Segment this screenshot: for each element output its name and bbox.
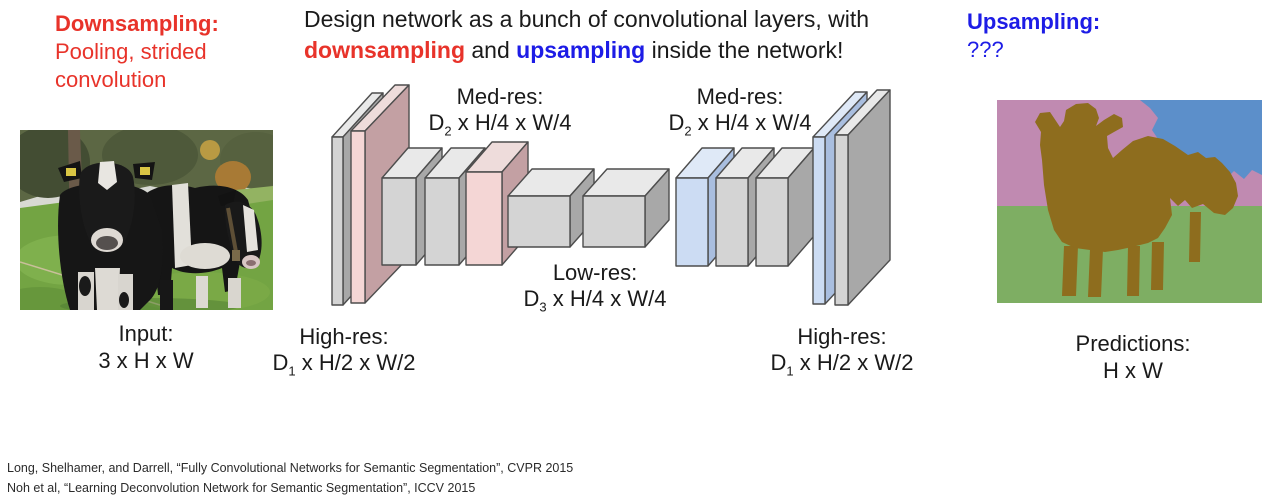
label-med-res-right-line1: Med-res: [696, 84, 784, 109]
upsampling-note-body: ??? [967, 37, 1004, 62]
downsampling-note-line1: Pooling, strided [55, 39, 207, 64]
downsampling-note-title: Downsampling: [55, 11, 219, 36]
headline-line2: downsampling and upsampling inside the n… [304, 35, 869, 66]
label-med-res-left-line2: D2 x H/4 x W/4 [428, 110, 572, 139]
input-label: Input: 3 x H x W [98, 320, 193, 374]
headline-and: and [465, 37, 517, 63]
label-med-res-right: Med-res: D2 x H/4 x W/4 [668, 84, 812, 139]
predictions-label-line1: Predictions: [1075, 331, 1191, 356]
headline-upsampling: upsampling [516, 37, 646, 63]
label-med-res-right-line2: D2 x H/4 x W/4 [668, 110, 812, 139]
predictions-image [997, 100, 1262, 303]
label-med-res-left: Med-res: D2 x H/4 x W/4 [428, 84, 572, 139]
headline: Design network as a bunch of convolution… [304, 4, 869, 66]
predictions-label-line2: H x W [1103, 358, 1163, 383]
predictions-label: Predictions: H x W [1076, 330, 1191, 384]
label-med-res-left-line1: Med-res: [456, 84, 544, 109]
label-low-res-line2: D3 x H/4 x W/4 [523, 286, 667, 315]
label-low-res: Low-res: D3 x H/4 x W/4 [523, 260, 667, 315]
citation-1: Long, Shelhamer, and Darrell, “Fully Con… [7, 461, 574, 475]
network-block-conv-low-1 [507, 168, 595, 248]
network-block-conv-highres-out [834, 89, 891, 306]
seg-sky-region [1140, 100, 1262, 180]
network-block-conv-med-4 [755, 147, 815, 267]
label-high-res-right-line1: High-res: [797, 324, 887, 349]
label-low-res-line1: Low-res: [552, 260, 638, 285]
network-diagram [331, 84, 891, 306]
input-label-line2: 3 x H x W [98, 348, 194, 373]
label-high-res-left-line1: High-res: [299, 324, 389, 349]
headline-downsampling: downsampling [304, 37, 465, 63]
upsampling-note-title: Upsampling: [967, 9, 1101, 34]
label-high-res-right: High-res: D1 x H/2 x W/2 [770, 324, 914, 379]
citation-2: Noh et al, “Learning Deconvolution Netwo… [7, 481, 476, 495]
label-high-res-left-line2: D1 x H/2 x W/2 [272, 350, 416, 379]
downsampling-note-line2: convolution [55, 67, 167, 92]
headline-line1: Design network as a bunch of convolution… [304, 6, 870, 32]
label-high-res-left: High-res: D1 x H/2 x W/2 [272, 324, 416, 379]
network-block-conv-low-2 [582, 168, 670, 248]
seg-cows-region [1035, 103, 1238, 297]
citations: Long, Shelhamer, and Darrell, “Fully Con… [7, 458, 573, 498]
input-photo [20, 130, 273, 310]
cow-left [58, 161, 163, 310]
cow-right [139, 183, 262, 310]
input-label-line1: Input: [118, 321, 174, 346]
downsampling-note: Downsampling: Pooling, strided convoluti… [55, 10, 219, 94]
upsampling-note: Upsampling: ??? [967, 8, 1100, 64]
headline-tail: inside the network! [645, 37, 844, 63]
label-high-res-right-line2: D1 x H/2 x W/2 [770, 350, 914, 379]
